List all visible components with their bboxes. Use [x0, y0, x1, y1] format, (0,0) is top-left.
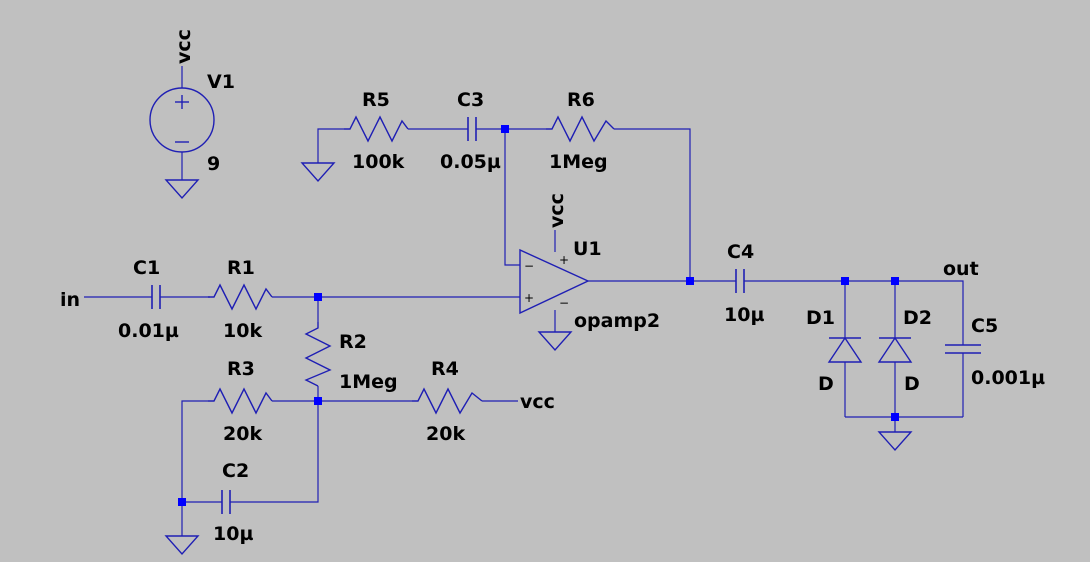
ground-icon — [300, 162, 336, 183]
label-c4-name: C4 — [727, 241, 754, 263]
label-r2-name: R2 — [339, 331, 367, 353]
label-v1-value: 9 — [207, 153, 220, 175]
capacitor-c3[interactable] — [467, 117, 477, 141]
wires — [84, 66, 964, 536]
diode-d2[interactable] — [877, 336, 913, 363]
label-r1-name: R1 — [227, 257, 255, 279]
net-label-vcc-r4: vcc — [520, 391, 555, 413]
label-c1-name: C1 — [133, 257, 160, 279]
junction-dot — [686, 277, 694, 285]
net-label-vcc-v1: vcc — [173, 29, 195, 64]
wire-r5-gnd — [317, 128, 344, 163]
label-d1-value: D — [818, 373, 834, 395]
net-label-vcc-opamp: vcc — [546, 193, 568, 228]
resistor-r5[interactable] — [344, 115, 409, 143]
label-c2-name: C2 — [222, 460, 249, 482]
net-label-in: in — [60, 289, 80, 311]
capacitor-c1[interactable] — [151, 285, 161, 309]
capacitor-c4[interactable] — [735, 269, 745, 293]
label-r4-name: R4 — [431, 358, 459, 380]
wire-c2-right — [230, 401, 319, 503]
capacitor-c5[interactable] — [945, 344, 981, 354]
label-d2-name: D2 — [903, 307, 932, 329]
junction-dot — [314, 397, 322, 405]
pin-plus-label: + — [524, 291, 534, 305]
junction-dot — [178, 498, 186, 506]
label-r5-value: 100k — [352, 151, 405, 173]
label-v1-name: V1 — [207, 71, 235, 93]
net-label-out: out — [943, 258, 979, 280]
junction-dot — [314, 293, 322, 301]
label-d1-name: D1 — [806, 307, 835, 329]
ground-icon — [877, 431, 913, 452]
junction-dot — [501, 125, 509, 133]
label-c3-value: 0.05µ — [440, 151, 501, 173]
label-r3-value: 20k — [223, 423, 262, 445]
diode-d1[interactable] — [827, 336, 863, 363]
pin-minus-label: − — [524, 259, 534, 273]
label-d2-value: D — [904, 373, 920, 395]
label-r2-value: 1Meg — [339, 371, 398, 393]
label-c5-value: 0.001µ — [971, 367, 1045, 389]
wire-fb-inv — [504, 129, 520, 266]
junctions — [178, 125, 899, 506]
label-c4-value: 10µ — [724, 304, 764, 326]
label-c5-name: C5 — [971, 315, 998, 337]
resistor-r2[interactable] — [304, 322, 332, 387]
ground-icon — [537, 331, 573, 352]
capacitor-c2[interactable] — [221, 490, 231, 514]
voltage-source-v1[interactable] — [149, 87, 215, 153]
label-c3-name: C3 — [457, 89, 484, 111]
resistor-r4[interactable] — [412, 387, 483, 415]
wire-c4-node — [744, 280, 964, 345]
label-c1-value: 0.01µ — [118, 320, 179, 342]
label-u1-value: opamp2 — [574, 310, 660, 332]
label-u1-name: U1 — [573, 238, 602, 260]
label-c2-value: 10µ — [213, 523, 253, 545]
junction-dot — [891, 277, 899, 285]
wire-r3-left — [181, 400, 208, 502]
junction-dot — [891, 413, 899, 421]
label-r3-name: R3 — [227, 358, 255, 380]
pin-vplus-label: + — [559, 253, 569, 267]
label-r6-value: 1Meg — [549, 151, 608, 173]
pin-vminus-label: − — [559, 296, 569, 310]
wire-r6-out — [614, 128, 691, 281]
ground-icon — [164, 179, 200, 200]
resistor-r3[interactable] — [208, 387, 273, 415]
ground-icon — [164, 535, 200, 556]
label-r5-name: R5 — [362, 89, 390, 111]
opamp-u1[interactable]: − + + − — [519, 248, 590, 315]
resistor-r1[interactable] — [208, 283, 273, 311]
label-r1-value: 10k — [223, 320, 262, 342]
label-r6-name: R6 — [567, 89, 595, 111]
junction-dot — [841, 277, 849, 285]
label-r4-value: 20k — [426, 423, 465, 445]
resistor-r6[interactable] — [546, 115, 615, 143]
